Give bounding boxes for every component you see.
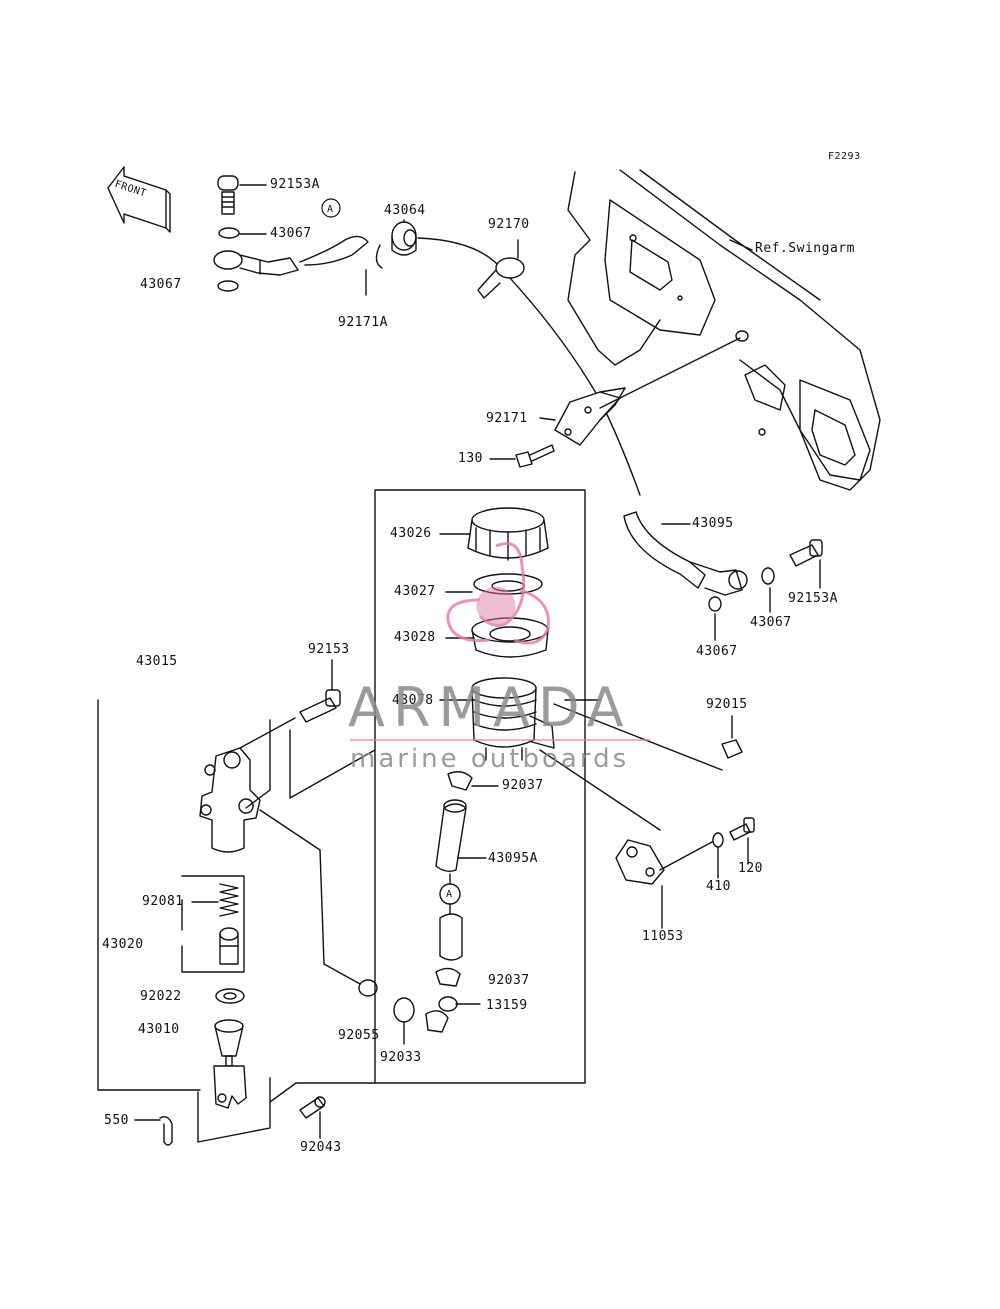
part-43015: 43015 [136,654,178,669]
part-92081: 92081 [142,894,184,909]
fitting-13159 [425,1010,449,1033]
pin-92043 [299,1096,326,1119]
callout-a-mid: A [446,889,453,900]
clamp-92037-bot [435,967,461,987]
clamp-92170 [477,257,525,299]
part-43078: 43078 [392,693,434,708]
part-410: 410 [706,879,731,894]
part-43020: 43020 [102,937,144,952]
part-92170: 92170 [488,217,530,232]
part-43067-left: 43067 [140,277,182,292]
bolt-130 [515,444,555,468]
bolt-92153A-top [217,175,239,215]
ref-swingarm-label: Ref.Swingarm [755,241,855,256]
part-43028: 43028 [394,630,436,645]
nut-92015 [721,739,743,759]
watermark-brand: ARMADA [348,676,632,739]
figure-id: F2293 [828,151,861,162]
piston-kit [219,927,239,965]
part-92153A-top: 92153A [270,177,320,192]
part-92153A-right: 92153A [788,591,838,606]
hose-43095A [435,799,467,873]
part-120: 120 [738,861,763,876]
part-92037-bot: 92037 [488,973,530,988]
diaphragm-43028 [471,617,549,658]
clamp-92037-top [447,771,473,791]
part-43095A: 43095A [488,851,538,866]
master-cylinder-43015 [199,747,261,853]
banjo-fitting-top [213,250,299,276]
bracket-92171 [554,387,626,446]
bolt-92153 [299,689,341,723]
part-92033: 92033 [380,1050,422,1065]
boot-43010 [214,1019,244,1057]
grommet-43064 [391,221,417,256]
callout-a-top: A [327,204,334,215]
part-92015: 92015 [706,697,748,712]
cotter-pin-550 [159,1116,173,1146]
hose-lower [439,913,463,961]
bracket-11053 [615,839,665,885]
part-550: 550 [104,1113,129,1128]
part-130: 130 [458,451,483,466]
spring-92081 [219,883,239,917]
part-13159: 13159 [486,998,528,1013]
part-92022: 92022 [140,989,182,1004]
bolt-120 [729,817,755,841]
hose-43095 [623,511,748,596]
part-43095: 43095 [692,516,734,531]
front-arrow-icon [107,166,171,233]
part-92055: 92055 [338,1028,380,1043]
watermark-tagline: marine outboards [350,744,630,774]
part-11053: 11053 [642,929,684,944]
bolt-92153A-right [789,539,823,567]
part-43067-top: 43067 [270,226,312,241]
swingarm-outline [567,169,881,491]
part-92171A: 92171A [338,315,388,330]
reservoir-cap-43026 [467,507,549,561]
part-92153: 92153 [308,642,350,657]
watermark-logo-icon [446,542,550,645]
part-92171: 92171 [486,411,528,426]
part-92037-top: 92037 [502,778,544,793]
part-43067-right2: 43067 [696,644,738,659]
part-43026: 43026 [390,526,432,541]
pushrod-clevis [213,1055,247,1109]
part-92043: 92043 [300,1140,342,1155]
part-43027: 43027 [394,584,436,599]
part-43064: 43064 [384,203,426,218]
part-43010: 43010 [138,1022,180,1037]
part-43067-right1: 43067 [750,615,792,630]
